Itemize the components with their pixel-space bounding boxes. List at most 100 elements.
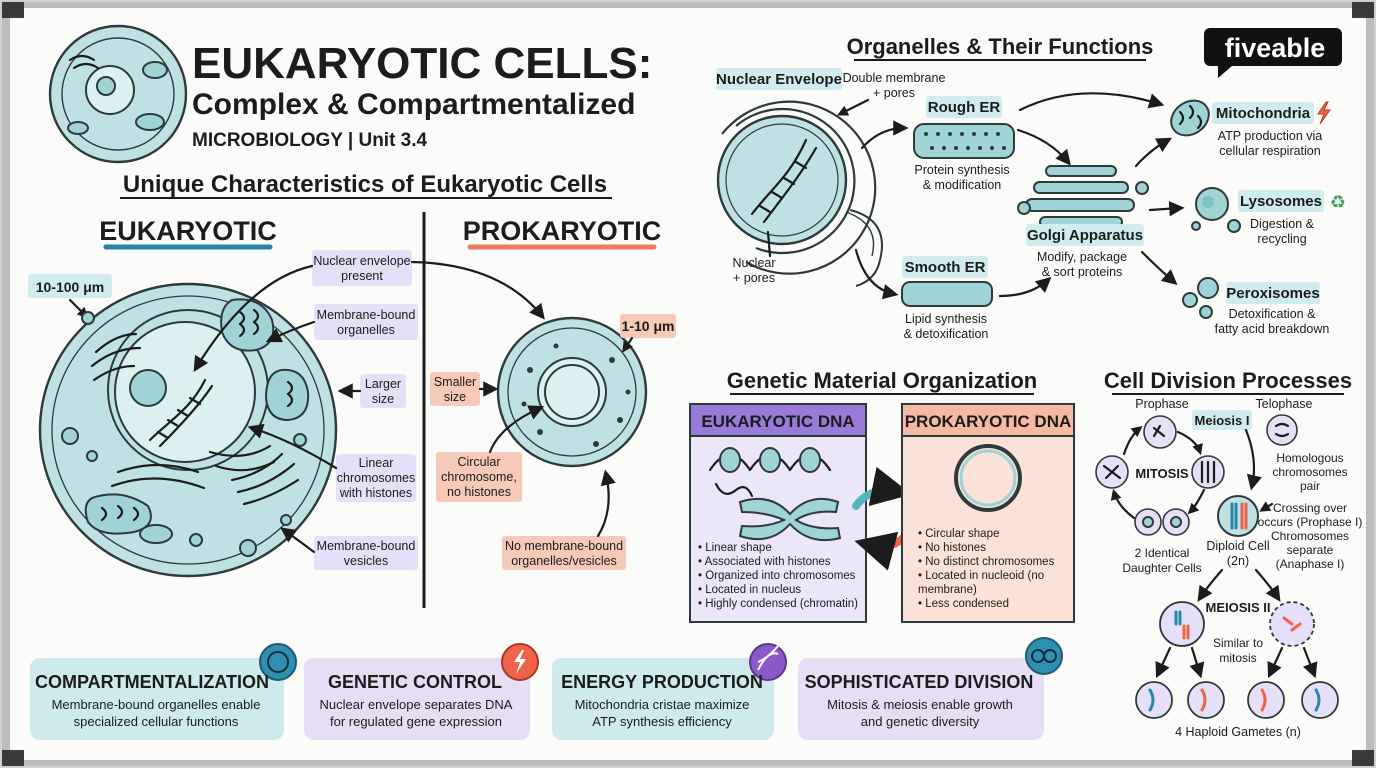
meiosis-two-label: MEIOSIS II (1205, 600, 1270, 615)
prokaryotic-label: PROKARYOTIC (463, 216, 662, 246)
chromatin-drawing (708, 447, 842, 542)
diploid-note: (2n) (1227, 554, 1249, 568)
mitosis-cycle-drawing (1095, 414, 1298, 536)
callout-text: Membrane-bound (317, 539, 416, 553)
callout-text: chromosome, (441, 470, 517, 484)
card-title: COMPARTMENTALIZATION (35, 672, 269, 692)
prokaryotic-cell-drawing (496, 316, 648, 468)
lysosomes-note: recycling (1257, 232, 1306, 246)
prok-dna-point: membrane) (918, 584, 977, 596)
eukaryotic-cell-drawing (38, 282, 338, 578)
gametes-label: 4 Haploid Gametes (n) (1175, 725, 1301, 739)
mitochondria-drawing (1170, 99, 1210, 137)
callout-text: with histones (339, 486, 412, 500)
callout-larger-size: Larger size (360, 374, 406, 408)
crossing-note: Crossing over (1273, 501, 1347, 515)
peroxisomes-drawing (1182, 277, 1219, 319)
golgi-label: Golgi Apparatus (1027, 227, 1143, 244)
callout-text: Nuclear envelope (313, 254, 410, 268)
eukaryotic-label: EUKARYOTIC (99, 216, 277, 246)
prok-size-label: 1-10 μm (622, 318, 675, 334)
callout-text: no histones (447, 485, 511, 499)
card-line: Mitosis & meiosis enable growth (827, 697, 1013, 712)
card-sophisticated-division: SOPHISTICATED DIVISION Mitosis & meiosis… (798, 637, 1063, 740)
euk-dna-point: • Located in nucleus (698, 584, 801, 596)
similar-note: Similar to (1213, 636, 1263, 650)
card-title: SOPHISTICATED DIVISION (805, 672, 1034, 692)
haploid-gametes-drawing (1135, 681, 1339, 719)
nuclear-envelope-note: + pores (873, 86, 915, 100)
euk-dna-point: • Organized into chromosomes (698, 570, 856, 582)
prok-dna-point: • No distinct chromosomes (918, 556, 1055, 568)
callout-text: size (444, 390, 466, 404)
prophase-label: Prophase (1135, 397, 1189, 411)
diploid-note: Diploid Cell (1206, 539, 1269, 553)
crossing-note: (Anaphase I) (1276, 557, 1345, 571)
callout-circular-chromosome: Circular chromosome, no histones (436, 452, 522, 502)
prok-dna-point: • No histones (918, 542, 986, 554)
lysosomes-label: Lysosomes (1240, 193, 1322, 210)
telophase-label: Telophase (1256, 397, 1313, 411)
callout-text: organelles/vesicles (511, 554, 617, 568)
lysosomes-note: Digestion & (1250, 217, 1315, 231)
rough-er-note: & modification (923, 178, 1002, 192)
euk-size-label: 10-100 μm (36, 279, 105, 295)
nucleus-drawing (716, 100, 883, 287)
callout-text: organelles (337, 323, 395, 337)
golgi-note: & sort proteins (1042, 265, 1123, 279)
golgi-note: Modify, package (1037, 250, 1127, 264)
cell-icon (267, 651, 289, 673)
card-line: for regulated gene expression (330, 714, 502, 729)
euk-dna-point: • Linear shape (698, 542, 772, 554)
card-line: specialized cellular functions (74, 714, 239, 729)
brand-text: fiveable (1225, 33, 1326, 63)
smooth-er-label: Smooth ER (905, 259, 986, 276)
callout-linear-chromosomes: Linear chromosomes with histones (336, 454, 416, 502)
card-line: and genetic diversity (861, 714, 980, 729)
rough-er-note: Protein synthesis (914, 163, 1009, 177)
euk-dna-point: • Highly condensed (chromatin) (698, 598, 858, 610)
smooth-er-note: & detoxification (904, 327, 989, 341)
similar-note: mitosis (1219, 651, 1256, 665)
crossing-note: Chromosomes (1271, 529, 1349, 543)
card-compartmentalization: COMPARTMENTALIZATION Membrane-bound orga… (30, 643, 297, 740)
header-cell-icon (48, 24, 188, 164)
daughters-note: Daughter Cells (1122, 561, 1201, 575)
callout-text: Smaller (434, 375, 476, 389)
callout-smaller-size: Smaller size (430, 372, 480, 406)
euk-dna-title: EUKARYOTIC DNA (701, 412, 854, 431)
nucleus-note: Nuclear (732, 256, 775, 270)
course-label: MICROBIOLOGY | Unit 3.4 (192, 130, 428, 151)
callout-membrane-organelles: Membrane-bound organelles (314, 304, 418, 340)
card-line: ATP synthesis efficiency (592, 714, 732, 729)
recycle-icon: ♻ (1330, 192, 1346, 213)
nuclear-envelope-note: Double membrane (843, 71, 946, 85)
callout-text: Circular (457, 455, 500, 469)
smooth-er-drawing (901, 281, 993, 307)
callout-text: Membrane-bound (317, 308, 416, 322)
mitosis-label: MITOSIS (1135, 466, 1189, 481)
division-heading: Cell Division Processes (1104, 368, 1352, 393)
card-title: ENERGY PRODUCTION (561, 672, 763, 692)
lysosomes-drawing (1191, 187, 1241, 233)
peroxisomes-note: fatty acid breakdown (1215, 322, 1330, 336)
meiosis-one-label: Meiosis I (1195, 413, 1250, 428)
lightning-icon (1317, 101, 1331, 125)
mitochondria-note: ATP production via (1218, 129, 1323, 143)
mitochondria-note: cellular respiration (1219, 144, 1320, 158)
prok-dna-title: PROKARYOTIC DNA (905, 412, 1072, 431)
prok-dna-point: • Less condensed (918, 598, 1009, 610)
nuclear-envelope-label: Nuclear Envelope (716, 71, 842, 88)
homologous-note: chromosomes (1272, 465, 1347, 479)
card-line: Nuclear envelope separates DNA (320, 697, 513, 712)
page-title: EUKARYOTIC CELLS: (192, 39, 652, 88)
callout-text: chromosomes (337, 471, 416, 485)
brand-logo: fiveable (1204, 28, 1342, 78)
organelles-heading: Organelles & Their Functions (847, 34, 1154, 59)
eukaryotic-dna-panel: EUKARYOTIC DNA (689, 403, 867, 623)
crossing-note: separate (1287, 543, 1334, 557)
callout-text: Linear (359, 456, 394, 470)
dna-icon (757, 645, 779, 671)
diploid-cell-drawing (1217, 495, 1259, 537)
mitochondria-label: Mitochondria (1216, 105, 1311, 122)
